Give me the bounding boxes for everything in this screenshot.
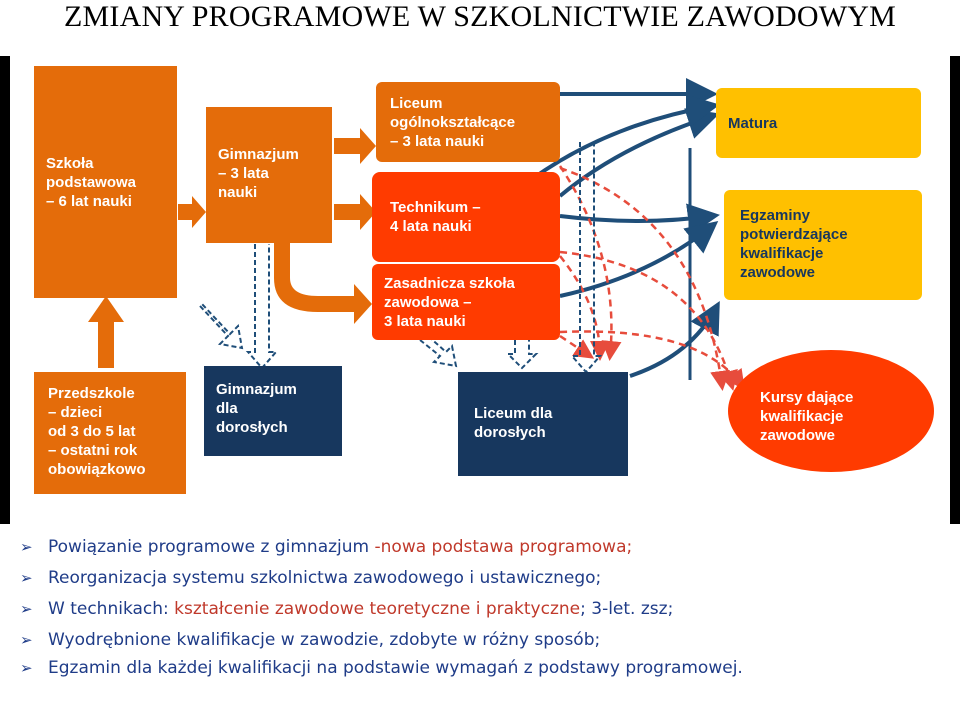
box-liceum-ogolnoksztalcace: Liceum ogólnokształcące – 3 lata nauki xyxy=(376,82,560,162)
red-dashed-arrows xyxy=(558,165,745,391)
bullet-item: ➢Egzamin dla każdej kwalifikacji na pods… xyxy=(20,658,743,678)
box-przedszkole: Przedszkole – dzieci od 3 do 5 lat – ost… xyxy=(34,372,186,494)
bullet-list: ➢Powiązanie programowe z gimnazjum -nowa… xyxy=(20,532,950,680)
bullet-item: ➢Powiązanie programowe z gimnazjum -nowa… xyxy=(20,532,950,563)
box-kursy: Kursy dające kwalifikacje zawodowe xyxy=(728,350,934,472)
bullet-item: ➢ Wyodrębnione kwalifikacje w zawodzie, … xyxy=(20,625,950,656)
box-liceum-dla-doroslych: Liceum dla dorosłych xyxy=(458,372,628,476)
box-gimnazjum-dla-doroslych: Gimnazjum dla dorosłych xyxy=(204,366,342,456)
bullet-item: ➢Reorganizacja systemu szkolnictwa zawod… xyxy=(20,563,950,594)
bullet-arrow-icon: ➢ xyxy=(20,569,33,587)
panel-right-border xyxy=(950,56,960,524)
box-zasadnicza-szkola-zawodowa: Zasadnicza szkoła zawodowa – 3 lata nauk… xyxy=(372,264,560,340)
bullet-arrow-icon: ➢ xyxy=(20,631,33,649)
bullet-arrow-icon: ➢ xyxy=(20,659,33,677)
bullet-arrow-icon: ➢ xyxy=(20,538,33,556)
orange-block-arrows xyxy=(88,128,376,368)
box-szkola-podstawowa: Szkoła podstawowa – 6 lat nauki xyxy=(34,66,177,298)
box-egzaminy: Egzaminy potwierdzające kwalifikacje zaw… xyxy=(724,190,922,300)
box-technikum: Technikum – 4 lata nauki xyxy=(372,172,560,262)
page-title: ZMIANY PROGRAMOWE W SZKOLNICTWIE ZAWODOW… xyxy=(63,0,897,33)
bullet-arrow-icon: ➢ xyxy=(20,600,33,618)
panel-left-border xyxy=(0,56,10,524)
bullet-item: ➢ W technikach: kształcenie zawodowe teo… xyxy=(20,594,950,625)
box-matura: Matura xyxy=(716,88,921,158)
box-gimnazjum: Gimnazjum – 3 lata nauki xyxy=(206,107,332,243)
